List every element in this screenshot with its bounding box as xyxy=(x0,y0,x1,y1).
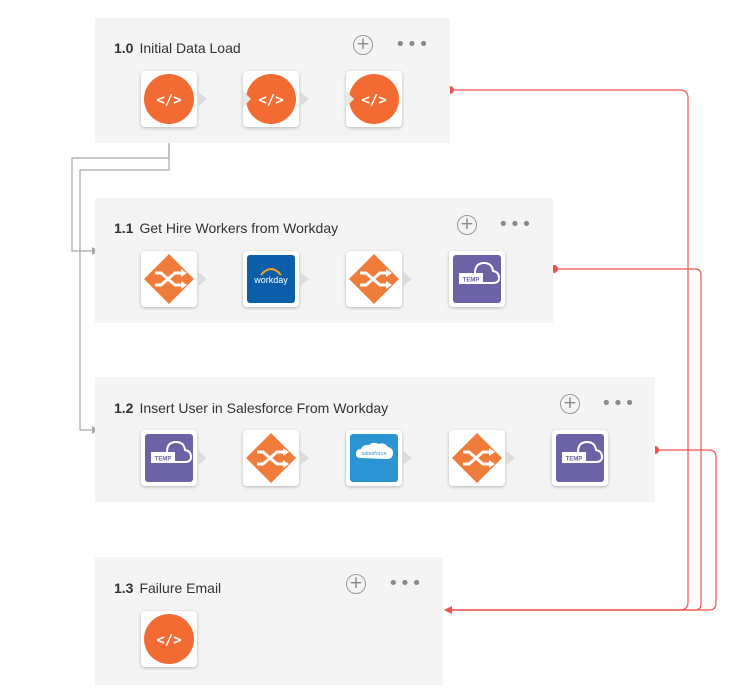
panel-title: 1.1 Get Hire Workers from Workday xyxy=(114,220,338,236)
step-panel-1-0: 1.0 Initial Data Load + ••• </> </> </> xyxy=(95,18,450,143)
step-panel-1-2: 1.2 Insert User in Salesforce From Workda… xyxy=(95,377,655,502)
svg-text:</>: </> xyxy=(156,93,181,109)
salesforce-step[interactable]: salesforce xyxy=(346,430,412,486)
panel-title-text: Failure Email xyxy=(139,580,222,596)
script-step[interactable]: </> xyxy=(141,611,197,667)
temp-cloud-icon: TEMP xyxy=(453,255,501,303)
temp-storage-step[interactable]: TEMP xyxy=(449,251,505,307)
add-step-button[interactable]: + xyxy=(560,394,580,414)
panel-title: 1.3 Failure Email xyxy=(114,580,221,596)
svg-text:TEMP: TEMP xyxy=(155,457,172,463)
step-panel-1-1: 1.1 Get Hire Workers from Workday + ••• w… xyxy=(95,198,553,323)
script-step[interactable]: </> xyxy=(243,71,309,127)
more-options-button[interactable]: ••• xyxy=(601,393,636,414)
svg-text:</>: </> xyxy=(156,633,181,649)
panel-title: 1.2 Insert User in Salesforce From Workda… xyxy=(114,400,388,416)
panel-number: 1.2 xyxy=(114,400,134,416)
more-options-button[interactable]: ••• xyxy=(395,34,430,55)
svg-text:TEMP: TEMP xyxy=(463,278,480,284)
map-step[interactable] xyxy=(141,251,207,307)
add-step-button[interactable]: + xyxy=(346,574,366,594)
panel-number: 1.1 xyxy=(114,220,134,236)
panel-number: 1.0 xyxy=(114,40,134,56)
svg-text:salesforce: salesforce xyxy=(361,451,386,457)
workday-icon: workday xyxy=(247,255,295,303)
temp-cloud-icon: TEMP xyxy=(145,434,193,482)
map-step[interactable] xyxy=(449,430,515,486)
map-step[interactable] xyxy=(346,251,412,307)
svg-text:TEMP: TEMP xyxy=(566,457,583,463)
script-icon: </> xyxy=(144,74,194,124)
svg-text:workday: workday xyxy=(253,275,288,285)
map-icon xyxy=(452,433,502,483)
svg-text:</>: </> xyxy=(258,93,283,109)
add-step-button[interactable]: + xyxy=(353,35,373,55)
svg-text:</>: </> xyxy=(361,93,386,109)
script-step[interactable]: </> xyxy=(141,71,207,127)
map-step[interactable] xyxy=(243,430,309,486)
map-icon xyxy=(144,254,194,304)
script-icon: </> xyxy=(144,614,194,664)
map-icon xyxy=(246,433,296,483)
salesforce-icon: salesforce xyxy=(350,434,398,482)
add-step-button[interactable]: + xyxy=(457,215,477,235)
workday-step[interactable]: workday xyxy=(243,251,309,307)
temp-cloud-icon: TEMP xyxy=(556,434,604,482)
panel-title: 1.0 Initial Data Load xyxy=(114,40,241,56)
temp-storage-step[interactable]: TEMP xyxy=(552,430,608,486)
panel-number: 1.3 xyxy=(114,580,134,596)
step-panel-1-3: 1.3 Failure Email + ••• </> xyxy=(95,557,443,685)
panel-title-text: Insert User in Salesforce From Workday xyxy=(139,400,389,416)
map-icon xyxy=(349,254,399,304)
temp-storage-step[interactable]: TEMP xyxy=(141,430,207,486)
more-options-button[interactable]: ••• xyxy=(498,214,533,235)
panel-title-text: Initial Data Load xyxy=(139,40,241,56)
panel-title-text: Get Hire Workers from Workday xyxy=(139,220,339,236)
script-icon: </> xyxy=(349,74,399,124)
script-step[interactable]: </> xyxy=(346,71,402,127)
script-icon: </> xyxy=(246,74,296,124)
more-options-button[interactable]: ••• xyxy=(388,573,423,594)
